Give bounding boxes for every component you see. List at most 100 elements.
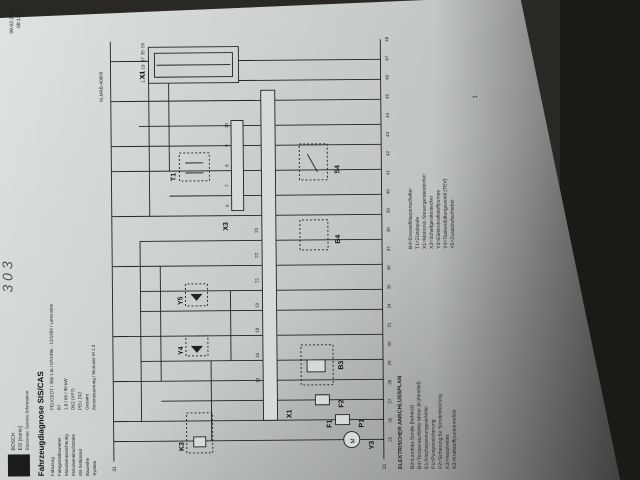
supply-rail (109, 41, 115, 462)
field-label: Motorkennbuchstabe (71, 433, 76, 476)
header-time: 08:13:38 (16, 8, 22, 28)
field-value: PEUGEOT / 306 1.8i / 07/1995 - 12/1993 /… (49, 303, 55, 410)
field-label: KB-Schlüssel (78, 449, 83, 476)
legend-item: E1=Hochspannungsverteiler (423, 406, 430, 469)
field-value: DK2 (XP7) (70, 388, 75, 410)
field-value: BJ (56, 405, 61, 410)
field-label: Baureihe (85, 457, 90, 476)
pin-number: 35 (386, 284, 391, 290)
legend-item: F2=Sicherung für Sondenheizung (437, 394, 444, 469)
label-b4: B4 (335, 235, 342, 244)
pin-number: 45 (385, 93, 390, 99)
field-value: 1.8 / 66 / 90 kW (63, 378, 68, 410)
bosch-logo-icon (7, 454, 31, 477)
header-product: ESI [tronic] (18, 425, 24, 450)
label-y4: Y4 (178, 346, 185, 355)
field-label: Fahrgestellnummer (57, 437, 62, 476)
connector-pin-numbers: 2526272829303134353637383940414243444546… (384, 36, 393, 442)
pin-number: 8 (224, 164, 229, 167)
pin-number: 1 (141, 80, 146, 83)
pin-number: 43 (385, 131, 390, 137)
pin-number: 23 (254, 227, 259, 233)
label-k3: K3 (179, 442, 186, 451)
legend-item: P1=Pumpensicherung (431, 419, 437, 469)
label-p1: P1 (359, 419, 366, 428)
header-date: 09.02.2004 (9, 8, 15, 33)
label-s4: S4 (334, 165, 341, 174)
pin-number: 41 (385, 170, 390, 176)
ground-rail (379, 39, 385, 460)
legend-item: X1=Motronic-Steuergerätestecker (421, 174, 428, 249)
ground-label: 31 (382, 463, 388, 469)
lambda-sensor-b3-icon (300, 344, 334, 386)
throttle-switch-s4-icon (298, 143, 328, 181)
legend-item: Y5=Zusatzluftschieber (450, 199, 456, 249)
pin-number: 55 (140, 42, 145, 48)
x1-connector-block (260, 89, 279, 421)
pin-number: 9 (224, 144, 229, 147)
legend-item: K3=Hauptrelais (445, 434, 451, 469)
pin-number: 47 (384, 55, 389, 61)
pin-number: 28 (387, 379, 392, 385)
fuse-f2-icon (314, 394, 330, 406)
x3-connector-block (230, 120, 245, 212)
pin-number: 7 (225, 184, 230, 187)
handwritten-note: 3 0 3 (0, 261, 15, 292)
label-y5: Y5 (177, 296, 184, 305)
pin-number: 22 (254, 252, 259, 258)
fuse-p1-icon (335, 414, 351, 426)
svg-text:M: M (351, 439, 357, 444)
ground-label: 31 (112, 466, 118, 472)
field-label: System (92, 461, 97, 476)
pin-number: 27 (387, 398, 392, 404)
label-b3: B3 (338, 361, 345, 370)
field-value: Gesamt (84, 393, 89, 410)
pin-number: 44 (385, 112, 390, 118)
document-title: Fahrzeugdiagnose SIS/CAS (36, 371, 46, 477)
fuel-pump-motor-icon (343, 431, 361, 449)
pin-number: 6 (225, 204, 230, 207)
air-valve-y5-icon (184, 283, 209, 307)
pin-number: 34 (387, 303, 392, 309)
x3-pin-numbers: 6 7 8 9 10 (224, 123, 230, 207)
ignition-coil-t1-icon (178, 152, 210, 182)
pin-number: 19 (255, 302, 260, 308)
pin-number: 37 (386, 246, 391, 252)
legend-item: B4=Temperaturfühler Motor (Kühlmittel) (416, 381, 423, 469)
field-value: Motorsteuerung / Motronic M 1.3 (91, 344, 97, 410)
label-x3: X3 (223, 222, 230, 231)
legend-item: B3=Lambda-Sonde (beheizt) (409, 405, 416, 469)
pin-number: 18 (141, 71, 146, 77)
legend: ELEKTRISCHER ANSCHLUSSPLAN B3=Lambda-Son… (397, 174, 458, 470)
legend-item: Y3=Elektrokraftstoffpumpe (436, 190, 443, 249)
field-value: PEU 242 (77, 391, 82, 410)
pin-number: 35 (140, 50, 145, 56)
label-x1: X1 (286, 409, 293, 418)
label-t1: T1 (170, 173, 177, 181)
pin-number: 38 (386, 227, 391, 233)
legend-title: ELEKTRISCHER ANSCHLUSSPLAN (397, 376, 404, 469)
pin-number: 13 (255, 377, 260, 383)
pin-number: 10 (224, 123, 229, 129)
pin-number: 15 (255, 352, 260, 358)
pin-number: 21 (254, 277, 259, 283)
legend-item: T1=Zündspule (415, 217, 421, 249)
label-x1-connector: X1 (140, 71, 147, 80)
header-subtitle: Electronic Service Information (24, 390, 30, 450)
field-label: Motorkennzeichnung (64, 434, 69, 476)
pin-number: 26 (388, 417, 393, 423)
label-f2: F2 (338, 399, 345, 407)
page-number: 1 (473, 94, 479, 98)
temp-sensor-b4-icon (299, 219, 329, 251)
pin-number: 37 (140, 57, 145, 63)
field-label: Fahrzeug (50, 457, 55, 477)
label-y3: Y3 (369, 441, 376, 450)
pin-number: 48 (384, 36, 389, 42)
vehicle-field-values: PEUGEOT / 306 1.8i / 07/1995 - 12/1993 /… (49, 303, 97, 410)
pin-number: 30 (387, 341, 392, 347)
component-labels: Y3 P1 F2 F1 K3 Y4 Y5 X1 B3 X3 T1 B4 S4 X… (140, 71, 376, 451)
vehicle-field-labels: Fahrzeug Fahrgestellnummer Motorkennzeic… (50, 433, 97, 476)
